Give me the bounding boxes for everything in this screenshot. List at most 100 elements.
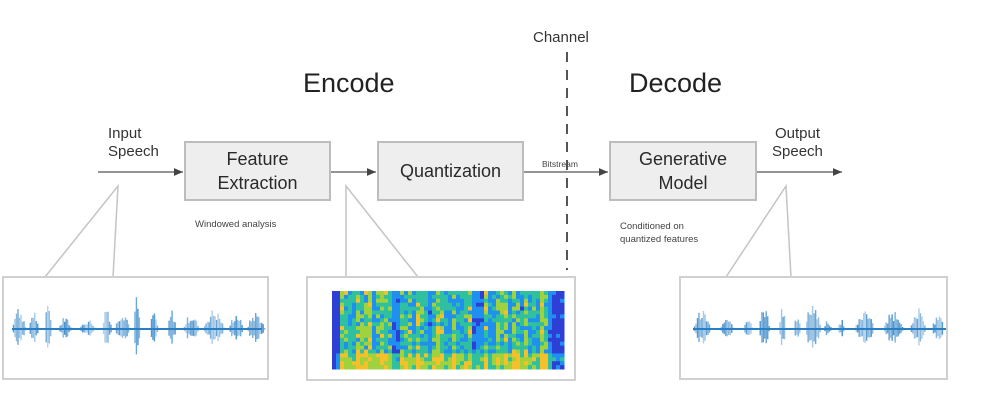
spectrogram-cell	[456, 302, 461, 308]
spectrogram-cell	[384, 333, 389, 339]
spectrogram-cell	[352, 326, 357, 331]
spectrogram-cell	[444, 306, 449, 311]
spectrogram-cell	[344, 337, 349, 343]
spectrogram-cell	[344, 349, 349, 354]
spectrogram-cell	[416, 310, 421, 315]
spectrogram-cell	[488, 333, 493, 339]
spectrogram-cell	[452, 337, 457, 343]
spectrogram-cell	[560, 322, 565, 327]
spectrogram-cell	[476, 345, 481, 350]
spectrogram-cell	[552, 322, 557, 327]
spectrogram-cell	[428, 337, 433, 343]
spectrogram-cell	[436, 353, 441, 358]
spectrogram-cell	[428, 298, 433, 304]
spectrogram-cell	[460, 361, 465, 366]
spectrogram-cell	[488, 294, 493, 300]
spectrogram-cell	[520, 353, 525, 358]
spectrogram-cell	[428, 349, 433, 354]
spectrogram-cell	[348, 341, 353, 347]
spectrogram-cell	[468, 294, 473, 300]
spectrogram-cell	[436, 361, 441, 366]
spectrogram-cell	[364, 314, 369, 319]
spectrogram-cell	[452, 333, 457, 339]
spectrogram-cell	[480, 298, 485, 304]
spectrogram-cell	[468, 345, 473, 350]
spectrogram-cell	[364, 365, 369, 370]
spectrogram-cell	[472, 353, 477, 358]
spectrogram-cell	[388, 353, 393, 358]
spectrogram-cell	[364, 357, 369, 362]
spectrogram-cell	[444, 326, 449, 331]
spectrogram-cell	[544, 298, 549, 304]
spectrogram-cell	[356, 314, 361, 319]
spectrogram-cell	[384, 318, 389, 323]
spectrogram-cell	[424, 349, 429, 354]
spectrogram-cell	[484, 326, 489, 331]
spectrogram-cell	[440, 314, 445, 319]
spectrogram-cell	[544, 318, 549, 323]
spectrogram-cell	[372, 337, 377, 343]
spectrogram-cell	[548, 302, 553, 308]
spectrogram-cell	[468, 291, 473, 296]
spectrogram-cell	[436, 333, 441, 339]
spectrogram-cell	[396, 357, 401, 362]
spectrogram-cell	[412, 357, 417, 362]
spectrogram-cell	[448, 314, 453, 319]
spectrogram-cell	[460, 330, 465, 335]
spectrogram-cell	[552, 291, 557, 296]
spectrogram-cell	[504, 314, 509, 319]
spectrogram-cell	[428, 345, 433, 350]
spectrogram-cell	[520, 345, 525, 350]
spectrogram-cell	[392, 357, 397, 362]
spectrogram-cell	[340, 361, 345, 366]
spectrogram-cell	[496, 330, 501, 335]
spectrogram-cell	[376, 306, 381, 311]
spectrogram-cell	[412, 337, 417, 343]
spectrogram-cell	[360, 357, 365, 362]
spectrogram-cell	[332, 349, 337, 354]
spectrogram-cell	[532, 294, 537, 300]
generative-model-block[interactable]: Generative Model	[609, 141, 757, 201]
spectrogram-cell	[340, 322, 345, 327]
spectrogram-cell	[468, 357, 473, 362]
spectrogram-cell	[388, 291, 393, 296]
spectrogram-cell	[460, 294, 465, 300]
spectrogram-cell	[420, 333, 425, 339]
feature-extraction-block[interactable]: Feature Extraction	[184, 141, 331, 201]
spectrogram-cell	[400, 330, 405, 335]
spectrogram-cell	[528, 337, 533, 343]
spectrogram-cell	[552, 337, 557, 343]
spectrogram-cell	[400, 298, 405, 304]
output-waveform	[693, 305, 946, 348]
spectrogram-cell	[560, 302, 565, 308]
spectrogram-cell	[380, 341, 385, 347]
spectrogram-cell	[444, 353, 449, 358]
spectrogram-cell	[484, 294, 489, 300]
spectrogram-cell	[384, 291, 389, 296]
spectrogram-cell	[376, 310, 381, 315]
conditioned-note-line2: quantized features	[620, 234, 699, 245]
spectrogram-cell	[480, 318, 485, 323]
spectrogram-cell	[404, 353, 409, 358]
spectrogram-cell	[436, 345, 441, 350]
spectrogram-cell	[360, 345, 365, 350]
spectrogram-cell	[552, 361, 557, 366]
spectrogram-cell	[384, 310, 389, 315]
quantization-block[interactable]: Quantization	[377, 141, 524, 201]
spectrogram-cell	[476, 341, 481, 347]
spectrogram-cell	[396, 341, 401, 347]
spectrogram-cell	[348, 326, 353, 331]
spectrogram-cell	[516, 318, 521, 323]
spectrogram-cell	[404, 322, 409, 327]
spectrogram-cell	[472, 302, 477, 308]
spectrogram-cell	[508, 291, 513, 296]
spectrogram-cell	[528, 349, 533, 354]
spectrogram-cell	[344, 365, 349, 370]
spectrogram-cell	[536, 310, 541, 315]
spectrogram-cell	[396, 306, 401, 311]
spectrogram-cell	[352, 341, 357, 347]
spectrogram-cell	[436, 322, 441, 327]
spectrogram-cell	[364, 318, 369, 323]
spectrogram-cell	[528, 353, 533, 358]
spectrogram-cell	[540, 341, 545, 347]
